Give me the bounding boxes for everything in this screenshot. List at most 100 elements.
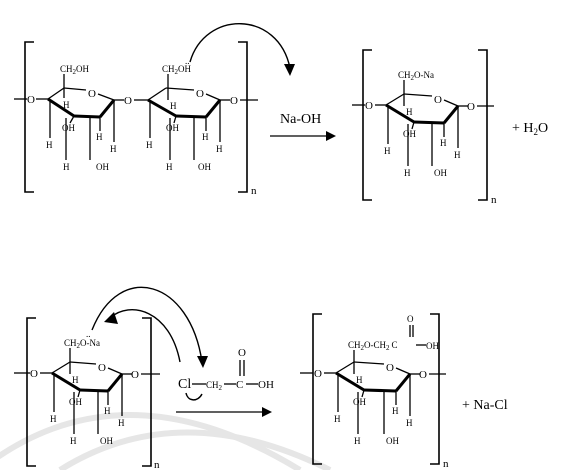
lone-pair-unit2: .. (185, 56, 190, 66)
h-c5-product-2: H (356, 375, 363, 385)
bond (363, 388, 397, 393)
h-c3-product-2: H (354, 436, 361, 446)
h-c4-product-2: H (334, 414, 341, 424)
reagent-cl: Cl (178, 377, 191, 392)
bond (385, 93, 405, 106)
oh-c2-product-2: OH (386, 436, 399, 446)
h-c3-reactant-2: H (70, 436, 77, 446)
reaction-2: n O O CH2O-Na .. H OH H H H O (14, 286, 508, 470)
reagent-oh: OH (258, 379, 274, 391)
bond (147, 87, 167, 101)
h-c1-reactant-2: H (118, 418, 125, 428)
bond (385, 103, 415, 124)
oh-c3-product-1: OH (403, 129, 416, 139)
bracket-right-1 (238, 41, 248, 193)
oh-c3-reactant-2: OH (69, 397, 82, 407)
ring-o-reactant-2: O (98, 362, 106, 374)
repeat-n-2: n (154, 459, 160, 470)
bond (403, 93, 433, 97)
bond (147, 98, 177, 118)
glycosidic-o-p2-left: O (314, 368, 322, 380)
bond (51, 371, 81, 392)
bracket-right-2 (142, 317, 152, 467)
ring-o-unit1: O (88, 88, 96, 100)
chloroacetic-acid: Cl CH2 C O OH (178, 347, 274, 401)
oh-c2-unit2: OH (198, 162, 211, 172)
h-c4-unit2: H (146, 140, 153, 150)
bond (69, 361, 97, 365)
bond (175, 114, 207, 119)
h-c4-unit1: H (46, 140, 53, 150)
bond (77, 389, 81, 398)
oh-c2-unit1: OH (96, 162, 109, 172)
h-c2-product-2: H (392, 406, 399, 416)
bond (165, 87, 195, 91)
repeat-n-product-2: n (443, 458, 449, 470)
h-c2-unit1: H (96, 132, 103, 142)
reagent-naoh: Na-OH (280, 112, 321, 127)
glycosidic-o-right: O (230, 95, 238, 107)
bond (98, 99, 116, 118)
ring-o-unit2: O (196, 88, 204, 100)
bond (353, 361, 385, 365)
bracket-left-product-2 (312, 313, 322, 465)
ch2ona-reactant-2: CH2O-Na (64, 338, 100, 350)
ring-o-product-2: O (386, 362, 394, 374)
reagent-c: C (236, 379, 243, 391)
ch2ona-product-1: CH2O-Na (398, 70, 434, 82)
bond (69, 115, 75, 124)
reaction-1: n O O CH2OH H OH H H (14, 23, 548, 206)
h-c5-unit2: H (170, 101, 177, 111)
bracket-right-product-1 (478, 49, 488, 201)
electron-push-arrow-2c (185, 392, 203, 401)
reagent-o: O (238, 347, 246, 359)
glycosidic-o-p2-right: O (419, 369, 427, 381)
lone-pair-reactant-2: .. (86, 329, 91, 339)
bond (205, 93, 221, 101)
glycosidic-o-middle: O (124, 95, 132, 107)
oh-c3-unit2: OH (166, 123, 179, 133)
bond (173, 115, 177, 124)
h-c3-product-1: H (404, 168, 411, 178)
glycosidic-o-left: O (27, 94, 35, 106)
h-c4-reactant-2: H (50, 414, 57, 424)
h-c1-product-1: H (454, 150, 461, 160)
bond (443, 99, 459, 107)
glucose-unit-2: O CH2OH .. H OH H H H OH (146, 56, 223, 172)
bracket-left-product-1 (362, 49, 372, 201)
reaction-arrow-1-head (326, 131, 336, 141)
bond (73, 114, 101, 119)
electron-push-arrow-1 (189, 23, 291, 69)
electron-push-arrow-2b (109, 309, 181, 363)
bond (106, 373, 124, 392)
h-c1-unit1: H (110, 144, 117, 154)
bond (97, 93, 115, 101)
bracket-left-1 (24, 41, 34, 193)
h-c5-product-1: H (406, 107, 413, 117)
arrowhead-2b (104, 312, 118, 324)
ch2oh-unit2: CH2OH (162, 64, 192, 76)
repeat-n-product-1: n (491, 194, 497, 206)
reactant-unit-2: O O CH2O-Na .. H OH H H H OH H (14, 329, 160, 446)
bond (63, 87, 87, 91)
reagent-ch2: CH2 (206, 380, 223, 392)
oh-c2-reactant-2: OH (100, 436, 113, 446)
h-c5-reactant-2: H (72, 375, 79, 385)
glycosidic-o-r2-right: O (131, 369, 139, 381)
electron-push-arrow-2a (91, 286, 203, 363)
ring-o-product-1: O (434, 94, 442, 106)
oh-c2-product-1: OH (434, 168, 447, 178)
ch2oh-unit1: CH2OH (60, 64, 90, 76)
h-c3-unit2: H (166, 162, 173, 172)
h-c3-unit1: H (63, 162, 70, 172)
arrowhead-1 (284, 64, 295, 76)
bracket-left-2 (26, 317, 36, 467)
bond (394, 373, 412, 392)
bond (47, 97, 75, 118)
bond (51, 361, 71, 374)
bond (79, 388, 109, 393)
repeat-n-1: n (251, 185, 257, 197)
